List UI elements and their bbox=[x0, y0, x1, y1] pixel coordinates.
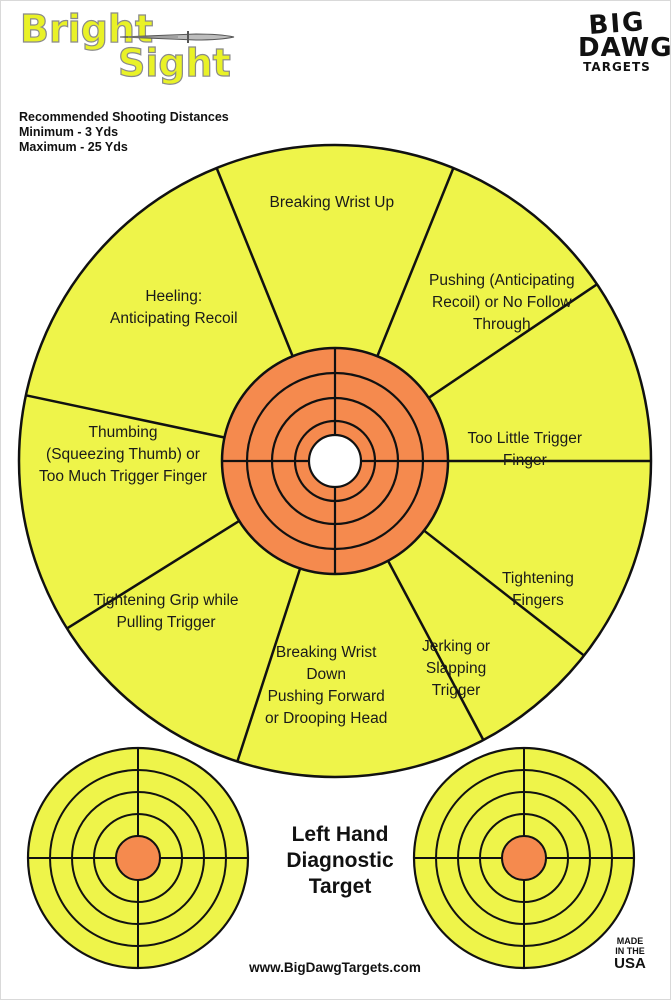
segment-divider bbox=[386, 560, 485, 741]
segment-divider bbox=[427, 283, 598, 399]
segment-label-line: or Drooping Head bbox=[265, 710, 388, 727]
bullseye-center bbox=[307, 433, 363, 489]
diagnostic-title-line-2: Diagnostic bbox=[286, 849, 394, 872]
segment-label-line: Thumbing bbox=[88, 424, 158, 441]
segment-label-line: Tightening Grip while bbox=[93, 592, 239, 609]
logo-line-2: Sight bbox=[117, 41, 231, 85]
segment-label-line: Pulling Trigger bbox=[116, 614, 216, 631]
made-line-1: MADE bbox=[616, 936, 644, 946]
made-line-3: USA bbox=[614, 955, 646, 972]
segment-label-line: Finger bbox=[502, 452, 547, 469]
made-line-2: IN THE bbox=[615, 946, 645, 956]
made-in-usa-badge: MADE IN THE USA bbox=[610, 936, 650, 972]
segment-label-line: Breaking Wrist Up bbox=[269, 194, 395, 211]
segment-divider bbox=[236, 568, 302, 762]
segment-divider bbox=[25, 394, 225, 439]
small-target-center bbox=[115, 835, 161, 881]
maker-line-3: TARGETS bbox=[583, 60, 651, 74]
segment-label-line: Down bbox=[306, 666, 346, 683]
segment-label-line: Too Little Trigger bbox=[467, 430, 583, 447]
segment-label-line: Recoil) or No Follow bbox=[432, 294, 572, 311]
bullet-icon bbox=[119, 31, 235, 43]
segment-label-line: Slapping bbox=[425, 660, 487, 677]
small-target-center bbox=[501, 835, 547, 881]
diagnostic-title-line-1: Left Hand bbox=[291, 823, 389, 846]
small-target-right bbox=[412, 746, 636, 970]
segment-label-line: Heeling: bbox=[145, 288, 203, 305]
segment-label-line: Pushing Forward bbox=[267, 688, 385, 705]
distances-heading: Recommended Shooting Distances bbox=[19, 110, 229, 124]
segment-label: Heeling: Anticipating Recoil bbox=[110, 286, 238, 330]
distance-maximum: Maximum - 25 Yds bbox=[19, 140, 128, 154]
segment-label-line: Through bbox=[472, 316, 531, 333]
small-target-left bbox=[26, 746, 250, 970]
segment-divider bbox=[376, 167, 455, 357]
shooting-distances: Recommended Shooting Distances Minimum -… bbox=[19, 110, 229, 155]
segment-divider bbox=[215, 167, 294, 357]
segment-label-line: Breaking Wrist bbox=[275, 644, 377, 661]
website-url: www.BigDawgTargets.com bbox=[249, 960, 421, 975]
maker-line-2: DAWG bbox=[578, 33, 671, 63]
segment-label-line: Anticipating Recoil bbox=[110, 310, 238, 327]
logo-line-1: Bright bbox=[19, 7, 154, 51]
segment-label-line: (Squeezing Thumb) or bbox=[46, 446, 200, 463]
diagnostic-title: Left Hand Diagnostic Target bbox=[240, 822, 440, 900]
segment-label: Thumbing (Squeezing Thumb) or Too Much Tri… bbox=[39, 422, 207, 488]
segment-label-line: Tightening bbox=[502, 570, 574, 587]
segment-divider bbox=[66, 519, 240, 630]
distance-minimum: Minimum - 3 Yds bbox=[19, 125, 119, 139]
segment-label-line: Trigger bbox=[431, 682, 481, 699]
segment-label-line: Pushing (Anticipating bbox=[429, 272, 575, 289]
segment-divider bbox=[423, 529, 585, 657]
big-dawg-logo: BIG DAWG TARGETS bbox=[578, 7, 671, 74]
segment-label-line: Too Much Trigger Finger bbox=[39, 468, 207, 485]
diagnostic-title-line-3: Target bbox=[308, 875, 372, 898]
segment-label-line: Jerking or bbox=[422, 638, 491, 655]
segment-label: Breaking Wrist Up bbox=[270, 192, 395, 214]
segment-label-line: Fingers bbox=[512, 592, 564, 609]
